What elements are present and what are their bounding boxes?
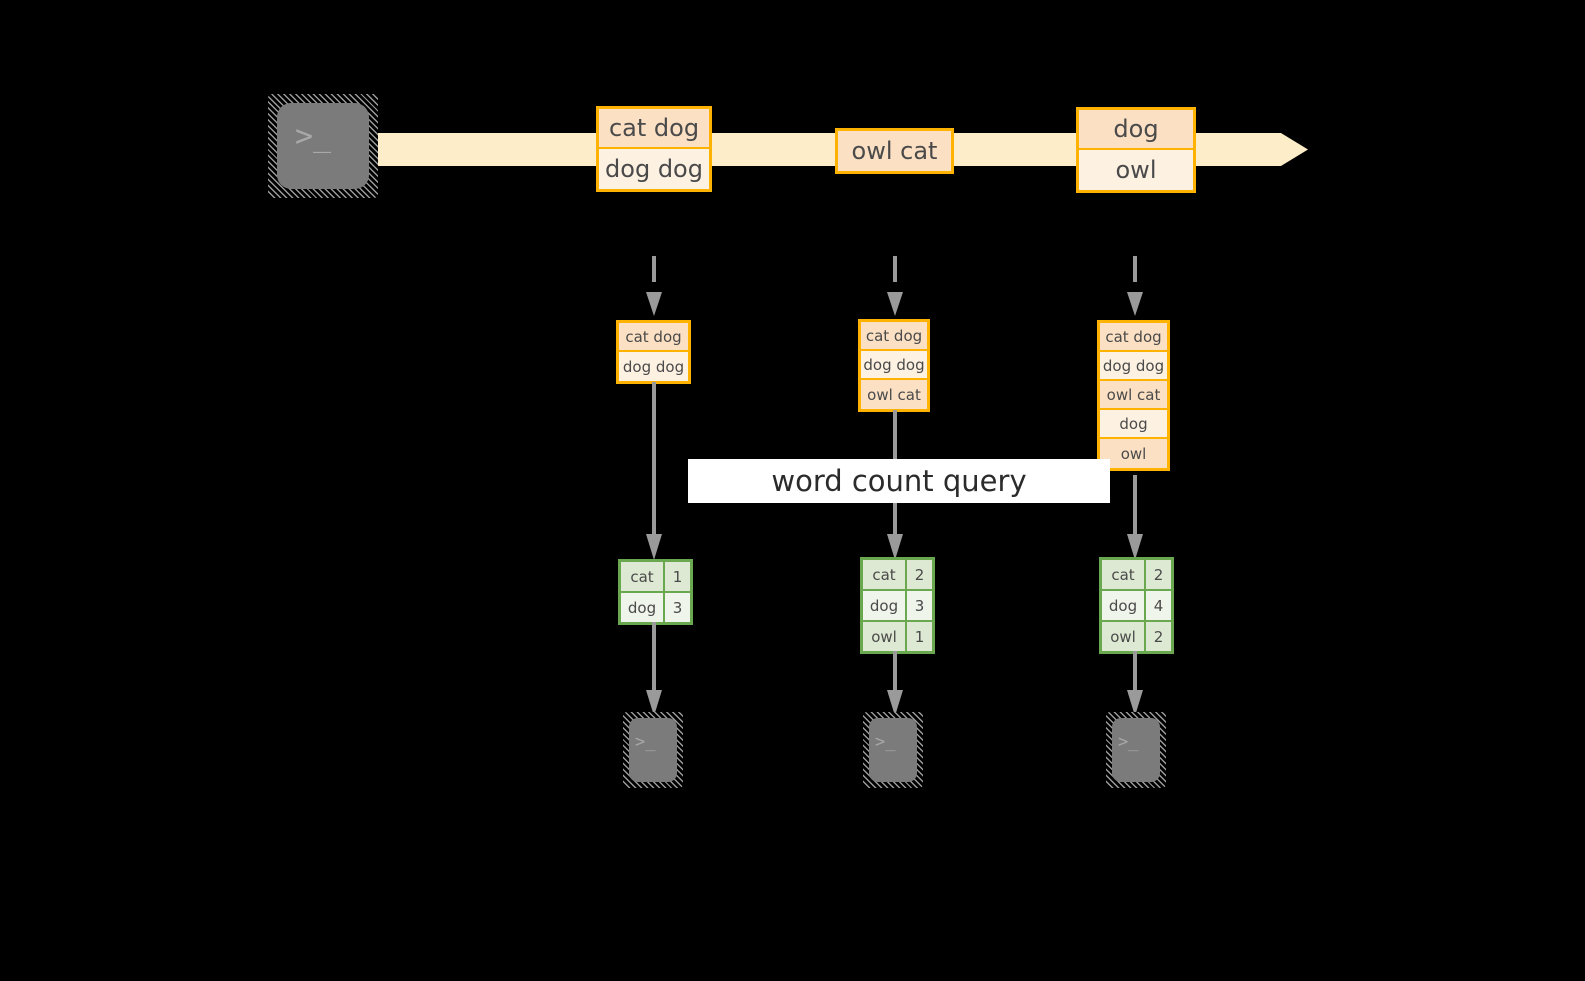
record-line: owl cat [838,131,951,171]
stack-line: dog [1100,410,1167,439]
table-row: owl 2 [1102,622,1171,651]
result-count: 4 [1146,591,1171,620]
result-table-col3[interactable]: cat 2 dog 4 owl 2 [1099,557,1174,654]
terminal-face [629,718,677,782]
terminal-prompt-icon: >_ [635,732,656,752]
query-connector-col3 [1125,475,1145,562]
result-table-col2[interactable]: cat 2 dog 3 owl 1 [860,557,935,654]
record-line: dog dog [599,149,709,189]
terminal-face [1112,718,1160,782]
sink-terminal-col1[interactable]: >_ [623,712,683,788]
terminal-prompt-icon: >_ [1118,732,1139,752]
result-count: 2 [1146,622,1171,651]
table-row: dog 3 [863,591,932,622]
stream-record-1[interactable]: cat dog dog dog [596,106,712,192]
stack-line: cat dog [861,322,927,351]
table-row: cat 2 [1102,560,1171,591]
result-word: cat [1102,560,1146,589]
stack-line: owl cat [861,380,927,409]
result-count: 1 [907,622,932,651]
terminal-face [869,718,917,782]
result-word: cat [621,562,665,591]
sink-terminal-col3[interactable]: >_ [1106,712,1166,788]
table-row: owl 1 [863,622,932,651]
result-word: owl [863,622,907,651]
input-stack-col2[interactable]: cat dog dog dog owl cat [858,319,930,412]
result-word: owl [1102,622,1146,651]
input-stack-col3[interactable]: cat dog dog dog owl cat dog owl [1097,320,1170,471]
stack-line: dog dog [861,351,927,380]
record-line: cat dog [599,109,709,149]
stack-line: owl cat [1100,381,1167,410]
stack-line: owl [1100,439,1167,468]
stream-record-2[interactable]: owl cat [835,128,954,174]
sink-connector-col3 [1125,651,1145,718]
sink-connector-col2 [885,651,905,718]
result-count: 2 [907,560,932,589]
dashed-connector-col3 [1125,256,1145,322]
result-word: dog [621,593,665,622]
table-row: cat 1 [621,562,690,593]
stack-line: dog dog [1100,352,1167,381]
result-count: 3 [665,593,690,622]
result-word: dog [863,591,907,620]
terminal-prompt-icon: >_ [295,119,332,154]
table-row: dog 3 [621,593,690,622]
result-count: 2 [1146,560,1171,589]
stack-line: dog dog [619,352,688,381]
sink-connector-col1 [644,622,664,718]
record-line: dog [1079,110,1193,150]
input-stack-col1[interactable]: cat dog dog dog [616,320,691,384]
stream-record-3[interactable]: dog owl [1076,107,1196,193]
result-table-col1[interactable]: cat 1 dog 3 [618,559,693,625]
record-line: owl [1079,150,1193,190]
result-word: dog [1102,591,1146,620]
query-connector-col1 [644,382,664,562]
stack-line: cat dog [1100,323,1167,352]
table-row: dog 4 [1102,591,1171,622]
terminal-face [277,103,369,189]
query-label-text: word count query [771,464,1027,498]
query-label-band: word count query [688,459,1110,503]
sink-terminal-col2[interactable]: >_ [863,712,923,788]
dashed-connector-col1 [644,256,664,322]
stack-line: cat dog [619,323,688,352]
table-row: cat 2 [863,560,932,591]
result-word: cat [863,560,907,589]
terminal-prompt-icon: >_ [875,732,896,752]
result-count: 1 [665,562,690,591]
stream-source-terminal[interactable]: >_ [268,94,378,198]
result-count: 3 [907,591,932,620]
dashed-connector-col2 [885,256,905,322]
